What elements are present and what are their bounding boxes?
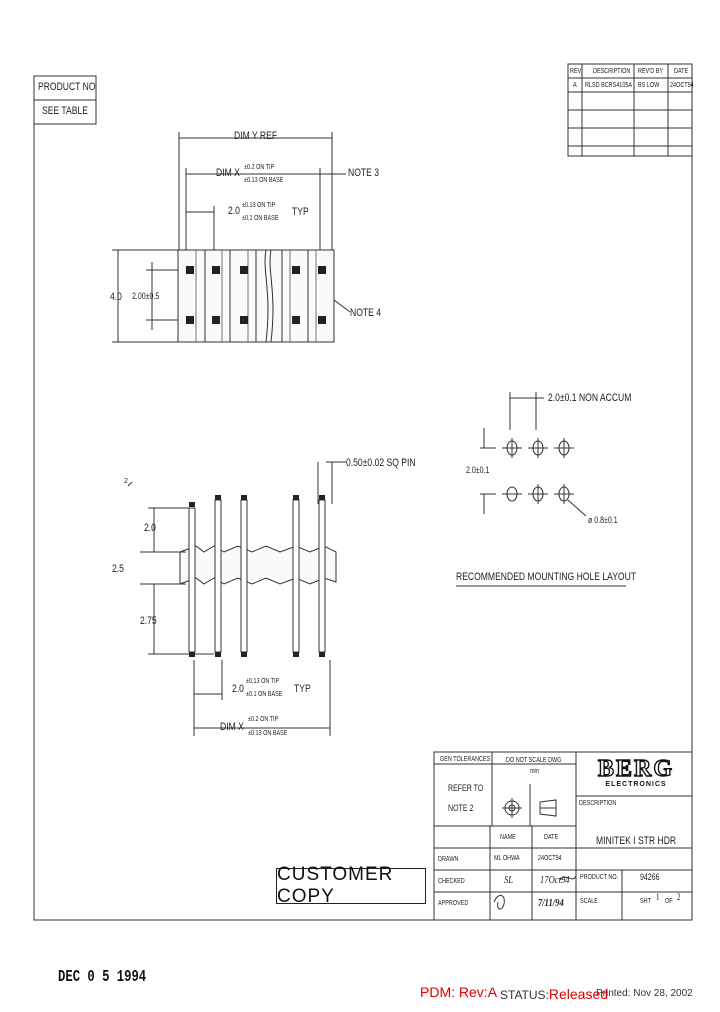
status-value: Released xyxy=(548,986,609,1002)
dim-y-label: DIM Y REF xyxy=(234,130,278,142)
side-view-mark: 2 xyxy=(124,478,128,485)
top-view-pins xyxy=(186,266,326,324)
pitch-bottom-prefix: 2.0 xyxy=(232,683,244,695)
approved-date: 7/11/94 xyxy=(538,897,564,909)
rev-header-description: DESCRIPTION xyxy=(593,68,631,75)
date-stamp: DEC 0 5 1994 xyxy=(58,968,147,987)
note-3-label: NOTE 3 xyxy=(348,167,379,179)
hole-diameter-dim: ø 0.8±0.1 xyxy=(588,515,618,525)
note-2-label: NOTE 2 xyxy=(448,803,474,813)
product-no-block-value: 94266 xyxy=(640,872,660,882)
rev-header-rev: REV xyxy=(570,68,582,75)
berg-logo-word: BERG xyxy=(597,756,674,782)
description-value: MINITEK I STR HDR xyxy=(596,835,677,847)
dim-x-top-tol1: ±0.2 ON TIP xyxy=(244,164,275,171)
units-note: mm xyxy=(530,768,540,775)
row-spacing-dim: 2.00±0.5 xyxy=(132,291,160,301)
refer-to-label: REFER TO xyxy=(448,783,484,793)
note-4-label: NOTE 4 xyxy=(350,307,381,319)
pitch-top-tol1: ±0.13 ON TIP xyxy=(242,202,276,209)
checked-label: CHECKED xyxy=(438,878,465,885)
height-dim: 4.0 xyxy=(110,291,122,303)
pitch-bottom-tol2: ±0.1 ON BASE xyxy=(246,691,283,698)
rev-header-date: DATE xyxy=(674,68,689,75)
status-label: STATUS: xyxy=(500,988,549,1002)
hole-layout xyxy=(456,392,626,587)
top-view-header xyxy=(112,132,351,343)
bottom-length-dim: 2.75 xyxy=(140,615,157,627)
status-block: STATUS:Released xyxy=(500,986,608,1002)
printed-value: Nov 28, 2002 xyxy=(633,988,693,999)
checked-date: 17Oct94 xyxy=(540,874,570,886)
rev-value: A xyxy=(487,984,498,1000)
rev-row-rev: A xyxy=(573,82,577,89)
rev-header-revd-by: REV'D BY xyxy=(638,68,664,75)
scale-label: SCALE xyxy=(580,898,598,905)
drawn-date: 24OCT94 xyxy=(538,855,562,862)
dim-x-top-prefix: DIM X xyxy=(216,167,240,179)
product-no-block-label: PRODUCT NO. xyxy=(580,874,619,881)
sheet-prefix: SHT xyxy=(640,898,651,905)
pdm-label: PDM: xyxy=(420,984,455,1000)
hole-pitch-dim: 2.0±0.1 NON ACCUM xyxy=(548,392,632,404)
product-no-value: SEE TABLE xyxy=(42,105,88,117)
checked-name: SL xyxy=(504,874,514,886)
drawn-name: ML OHWA xyxy=(494,855,520,862)
title-block xyxy=(433,751,693,921)
dim-x-bottom-tol2: ±0.13 ON BASE xyxy=(248,730,288,737)
customer-copy-text: CUSTOMER COPY xyxy=(277,864,394,907)
pitch-bottom-typ: TYP xyxy=(294,683,311,695)
printed-block: Printed: Nov 28, 2002 xyxy=(596,989,693,999)
pitch-bottom-tol1: ±0.13 ON TIP xyxy=(246,678,280,685)
pitch-top-tol2: ±0.1 ON BASE xyxy=(242,215,279,222)
rev-label: Rev: xyxy=(458,984,488,1000)
approved-label: APPROVED xyxy=(438,900,469,907)
rev-row-description: RLSD BCRS4105A xyxy=(585,82,633,89)
pdm-revision: PDM: Rev:A xyxy=(420,984,497,1000)
drawn-label: DRAWN xyxy=(438,856,459,863)
berg-logo-sub: ELECTRONICS xyxy=(605,781,667,788)
berg-logo: BERG ELECTRONICS xyxy=(590,756,682,788)
rev-row-revd-by: BS LOW xyxy=(638,82,660,89)
customer-copy-stamp: CUSTOMER COPY xyxy=(276,864,426,907)
dim-x-bottom-prefix: DIM X xyxy=(220,721,244,733)
do-not-scale-note: DO NOT SCALE DWG xyxy=(506,757,562,764)
description-label: DESCRIPTION xyxy=(579,800,617,807)
pitch-top-typ: TYP xyxy=(292,206,309,218)
hole-row-dim: 2.0±0.1 xyxy=(466,465,490,475)
rev-row-date: 24OCT94 xyxy=(670,82,694,89)
name-header: NAME xyxy=(500,834,516,841)
date-header: DATE xyxy=(544,834,559,841)
pitch-top-prefix: 2.0 xyxy=(228,205,240,217)
top-length-dim: 2.0 xyxy=(144,522,156,534)
sheet-of: OF xyxy=(665,898,673,905)
hole-layout-title: RECOMMENDED MOUNTING HOLE LAYOUT xyxy=(456,571,637,583)
gen-tolerances-label: GEN TOLERANCES xyxy=(440,756,491,763)
pin-size-dim: 0.50±0.02 SQ PIN xyxy=(346,457,416,469)
dim-x-bottom-tol1: ±0.2 ON TIP xyxy=(248,716,279,723)
sheet-total: 2 xyxy=(677,892,681,902)
dim-x-top-tol2: ±0.13 ON BASE xyxy=(244,177,284,184)
product-no-label: PRODUCT NO xyxy=(38,81,96,93)
sheet-number: 1 xyxy=(656,892,660,902)
body-height-dim: 2.5 xyxy=(112,563,124,575)
printed-label: Printed: xyxy=(596,988,631,999)
